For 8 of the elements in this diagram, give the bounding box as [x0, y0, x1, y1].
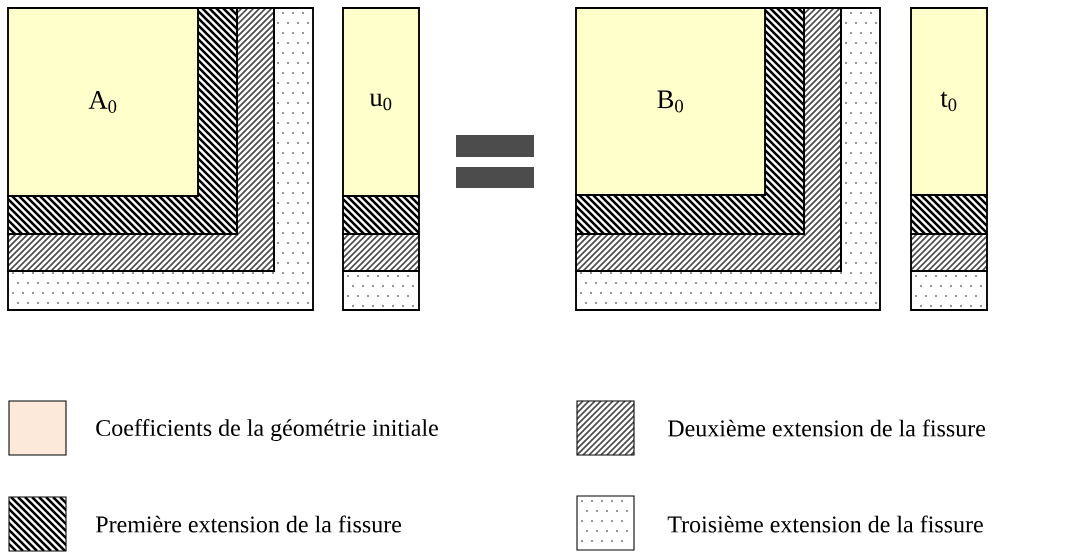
legend-label: Deuxième extension de la fissure — [667, 419, 986, 437]
legend-label: Coefficients de la géométrie initiale — [96, 418, 438, 442]
matrix-block: t$_{0}$ — [910, 7, 988, 196]
legend-label: Troisième extension de la fissure — [667, 515, 983, 533]
matrix-block: u$_{0}$ — [342, 7, 420, 197]
legend-label: Première extension de la fissure — [95, 515, 402, 533]
matrix-block: B$_{0}$ — [575, 7, 766, 196]
matrix-block: A$_{0}$ — [7, 7, 199, 197]
